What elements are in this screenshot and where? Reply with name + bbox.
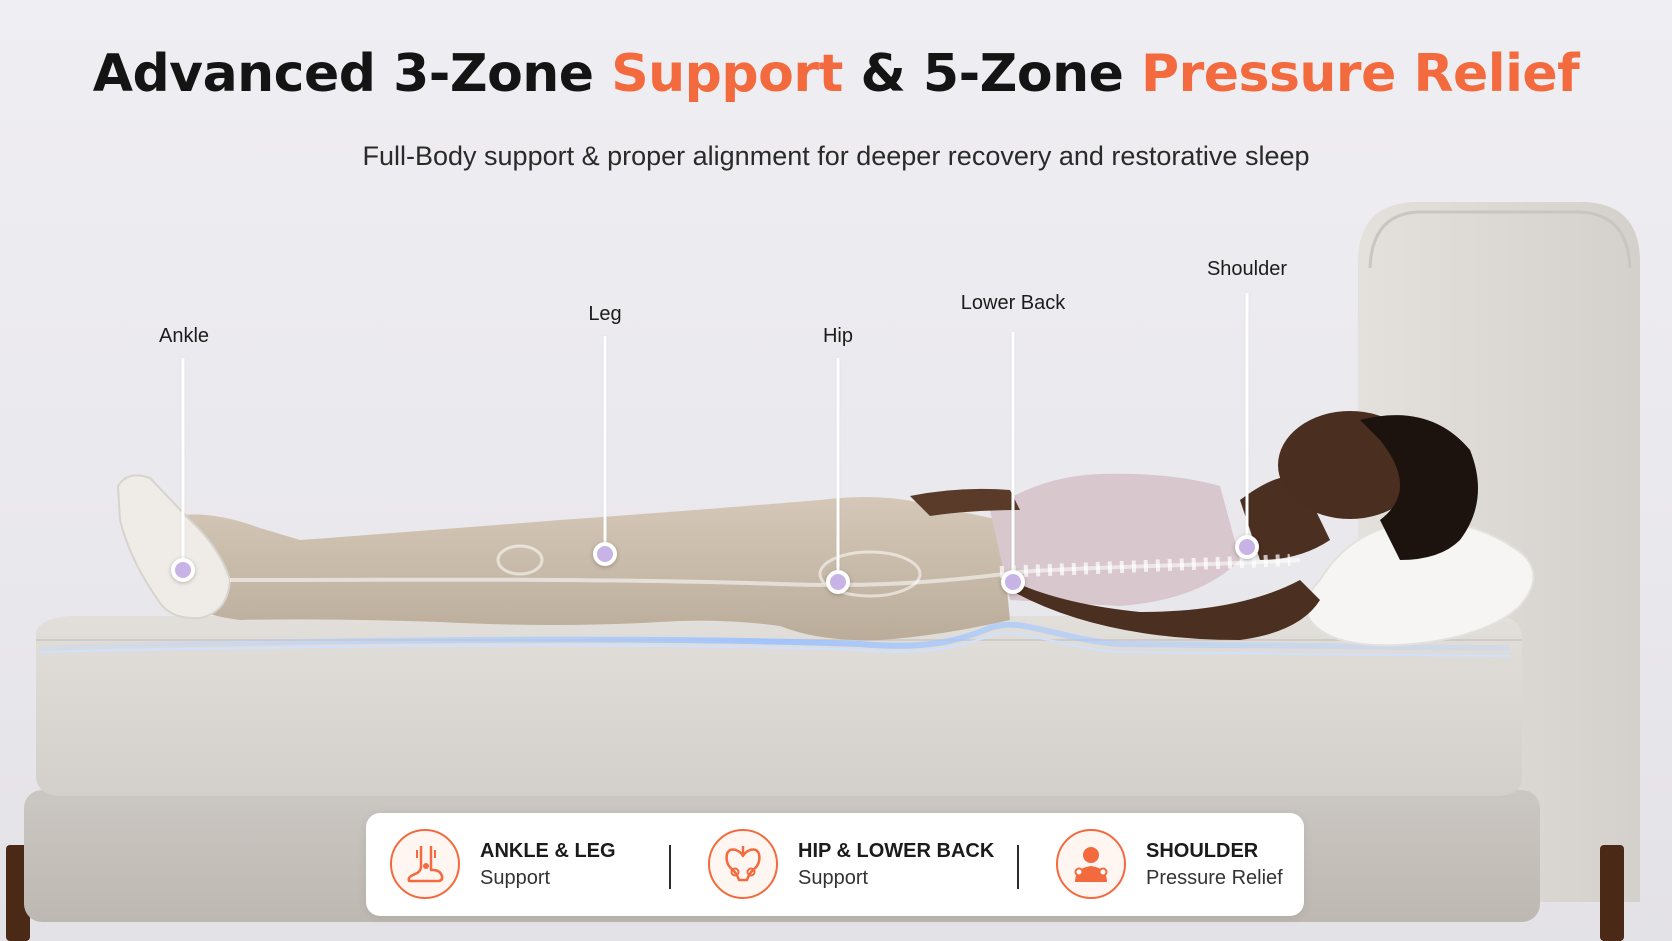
headline-accent-support: Support (611, 44, 843, 104)
headline: Advanced 3-Zone Support & 5-Zone Pressur… (0, 44, 1672, 104)
feature-name: ANKLE & LEG (480, 840, 616, 862)
zone-label-ankle: Ankle (158, 325, 210, 347)
feature-desc: Support (798, 867, 869, 889)
zone-dot-hip[interactable] (826, 570, 850, 594)
feature-desc: Pressure Relief (1146, 867, 1283, 889)
feature-divider (669, 845, 671, 889)
zone-label-hip: Hip (822, 325, 854, 347)
headline-part-2: & 5-Zone (842, 44, 1141, 104)
zone-line-ankle (181, 358, 185, 568)
feature-name: HIP & LOWER BACK (798, 840, 995, 862)
zone-line-hip (836, 358, 840, 580)
mattress (36, 616, 1522, 796)
zone-line-lower-back (1011, 332, 1015, 580)
feature-desc: Support (480, 867, 551, 889)
bed-leg-right (1600, 845, 1624, 941)
zone-dot-shoulder[interactable] (1235, 535, 1259, 559)
zone-line-leg (603, 336, 607, 552)
zone-label-shoulder: Shoulder (1206, 258, 1288, 280)
headline-accent-pressure-relief: Pressure Relief (1140, 44, 1580, 104)
zone-dot-leg[interactable] (593, 542, 617, 566)
head-shoulders-icon (1056, 829, 1126, 899)
zone-dot-lower-back[interactable] (1001, 570, 1025, 594)
subtitle: Full-Body support & proper alignment for… (362, 141, 1310, 171)
feature-divider (1017, 845, 1019, 889)
zone-label-lower-back: Lower Back (960, 292, 1066, 314)
zone-label-leg: Leg (588, 303, 622, 325)
feature-name: SHOULDER (1146, 840, 1259, 862)
headline-part-1: Advanced 3-Zone (92, 44, 612, 104)
foot-ankle-icon (390, 829, 460, 899)
sleeping-person (116, 411, 1478, 641)
zone-line-shoulder (1245, 293, 1249, 545)
zone-dot-ankle[interactable] (171, 558, 195, 582)
feature-bar: ANKLE & LEG Support HIP & LOWER BACK Sup… (366, 813, 1304, 916)
pelvis-icon (708, 829, 778, 899)
